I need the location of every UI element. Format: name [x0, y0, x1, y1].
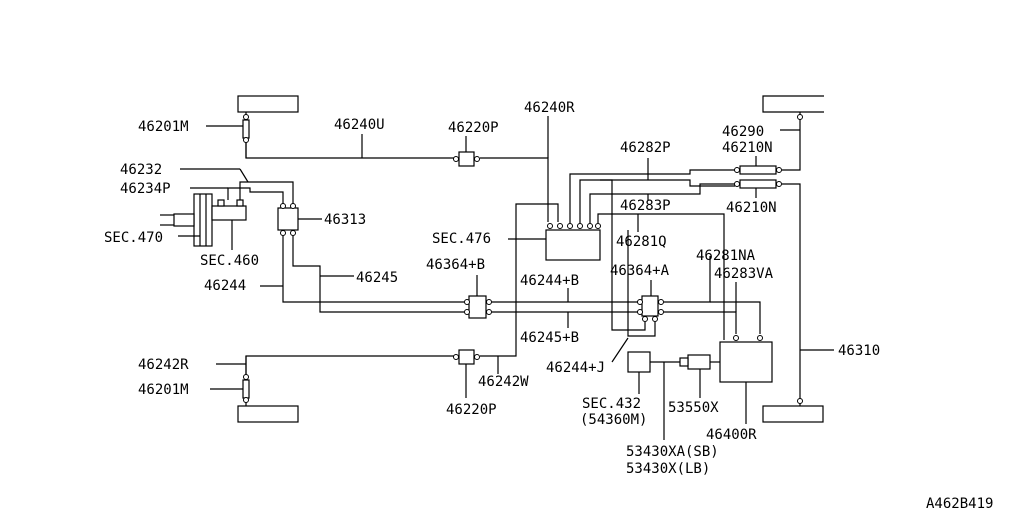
label-53430X: 53430X(LB) — [626, 461, 710, 477]
brake-line-46240U — [245, 143, 454, 159]
label-46210N-bottom: 46210N — [726, 200, 777, 216]
label-46201M-bottom: 46201M — [138, 382, 189, 398]
label-46244J: 46244+J — [546, 360, 605, 376]
valve-46313 — [277, 203, 299, 236]
connector-46220P-top — [453, 151, 480, 167]
label-53550X: 53550X — [668, 400, 719, 416]
fitting-46310 — [797, 398, 803, 404]
label-46201M-top: 46201M — [138, 119, 189, 135]
label-sec470: SEC.470 — [104, 230, 163, 246]
sensor-sec432 — [627, 351, 651, 373]
label-46310: 46310 — [838, 343, 880, 359]
leader-46232-b — [239, 168, 249, 183]
label-46244B: 46244+B — [520, 273, 579, 289]
brake-line-46282P — [569, 169, 735, 223]
connector-46220P-bottom — [453, 349, 480, 365]
brake-line-46245 — [292, 236, 464, 313]
label-46283VA: 46283VA — [714, 266, 774, 282]
label-46400R: 46400R — [706, 427, 757, 443]
front-left-brake — [237, 95, 299, 113]
label-46240R: 46240R — [524, 100, 575, 116]
brake-line-46281Q — [597, 213, 725, 340]
brake-line-46283VA-b — [710, 301, 761, 334]
actuator-port-1 — [733, 335, 739, 341]
label-46290: 46290 — [722, 124, 764, 140]
brake-line-46242W — [480, 203, 559, 357]
label-54360M: (54360M) — [580, 412, 647, 428]
label-46245: 46245 — [356, 270, 398, 286]
fitting-46290 — [797, 114, 803, 120]
brake-line-46282P-b — [579, 179, 735, 223]
brake-line-46290 — [782, 112, 801, 171]
label-46281NA: 46281NA — [696, 248, 756, 264]
label-46240U: 46240U — [334, 117, 385, 133]
hose-46210N-lower — [734, 179, 782, 189]
label-46364B: 46364+B — [426, 257, 485, 273]
rear-left-brake — [237, 405, 299, 423]
label-46220P-top: 46220P — [448, 120, 499, 136]
label-46242R: 46242R — [138, 357, 189, 373]
label-46313: 46313 — [324, 212, 366, 228]
brake-line-46242R — [245, 355, 454, 374]
front-right-brake — [762, 95, 824, 113]
connector-53550X — [679, 354, 720, 370]
brake-line-46232 — [239, 181, 294, 204]
brake-line-46234P — [227, 187, 284, 204]
brake-line-46244J-b — [627, 230, 656, 337]
brake-line-46283P — [589, 183, 735, 223]
label-46245B: 46245+B — [520, 330, 579, 346]
label-46364A: 46364+A — [610, 263, 670, 279]
brake-line-46283VA — [664, 311, 737, 334]
label-46242W: 46242W — [478, 374, 529, 390]
label-46234P: 46234P — [120, 181, 171, 197]
rear-right-brake — [762, 405, 824, 423]
label-46244: 46244 — [204, 278, 246, 294]
brake-line-46310 — [782, 183, 801, 406]
label-53430XA: 53430XA(SB) — [626, 444, 719, 460]
connector-46364A — [637, 295, 664, 322]
hose-46210N-upper — [734, 165, 782, 175]
label-sec432: SEC.432 — [582, 396, 641, 412]
label-46210N-top: 46210N — [722, 140, 773, 156]
brake-line-46244 — [282, 236, 464, 303]
label-46220P-bottom: 46220P — [446, 402, 497, 418]
label-sec476: SEC.476 — [432, 231, 491, 247]
brake-booster — [160, 193, 247, 247]
label-46283P: 46283P — [620, 198, 671, 214]
label-46232: 46232 — [120, 162, 162, 178]
junction-block-sec476 — [545, 223, 601, 261]
connector-46364B — [464, 295, 492, 319]
label-46281Q: 46281Q — [616, 234, 667, 250]
abs-actuator-46400R — [719, 341, 773, 383]
leader-46244J — [611, 337, 629, 363]
actuator-port-2 — [757, 335, 763, 341]
label-46282P: 46282P — [620, 140, 671, 156]
brake-line-46240R — [480, 157, 549, 222]
figure-id: A462B419 — [926, 496, 993, 512]
label-sec460: SEC.460 — [200, 253, 259, 269]
